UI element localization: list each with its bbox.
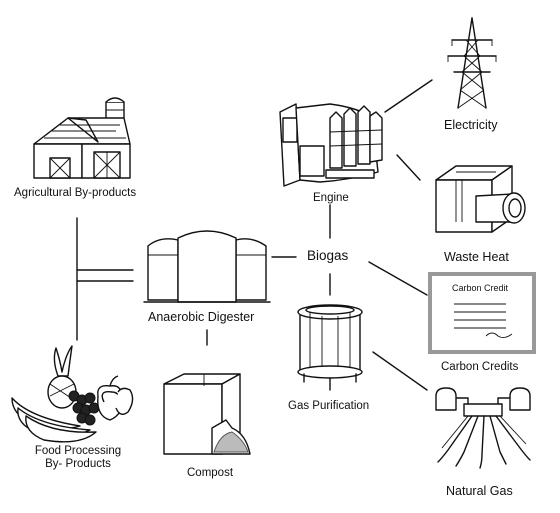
gas-tanks-pipes-icon <box>435 387 531 469</box>
barn-icon <box>33 97 131 179</box>
food-processing-label-line1: Food Processing <box>34 445 122 457</box>
engine-icon <box>279 103 383 187</box>
compost-label: Compost <box>187 467 234 479</box>
certificate-title: Carbon Credit <box>452 283 509 293</box>
purifier-vessel-icon <box>297 304 363 391</box>
connectors <box>76 79 433 391</box>
food-processing-label-line2: By- Products <box>45 458 111 471</box>
certificate-icon <box>428 272 536 354</box>
anaerobic-digester-label: Anaerobic Digester <box>148 310 255 324</box>
natural-gas-label: Natural Gas <box>446 484 513 498</box>
food-processing-label: Food Processing By- Products <box>18 445 138 471</box>
agricultural-byproducts-label: Agricultural By-products <box>14 187 137 199</box>
waste-heat-label: Waste Heat <box>444 250 509 264</box>
connector-engine-wasteheat <box>396 154 421 181</box>
biogas-label: Biogas <box>307 248 349 263</box>
electricity-label: Electricity <box>444 118 498 132</box>
transmission-tower-icon <box>447 17 497 109</box>
compost-bin-icon <box>163 373 251 455</box>
gas-purification-label: Gas Purification <box>288 400 370 412</box>
engine-label: Engine <box>313 192 349 204</box>
carbon-credits-label: Carbon Credits <box>441 361 519 373</box>
connector-biogas-carboncredits <box>368 261 428 296</box>
connector-engine-electricity <box>384 79 433 113</box>
produce-icon <box>11 345 134 443</box>
connector-purification-naturalgas <box>372 351 428 391</box>
digester-tanks-icon <box>143 230 271 303</box>
heat-exchanger-icon <box>435 165 526 233</box>
